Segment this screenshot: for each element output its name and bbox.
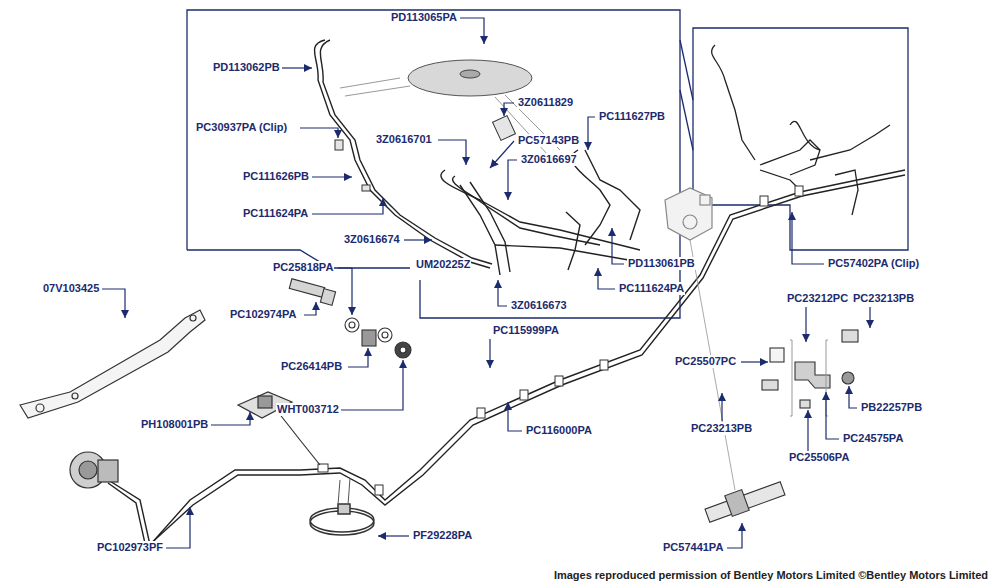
- part-number: PC25507PC: [674, 355, 737, 368]
- part-number: WHT003712: [276, 403, 340, 416]
- part-number: PC111624PA: [618, 282, 685, 295]
- part-number: PC23213PB: [852, 292, 915, 305]
- part-number: 3Z0616673: [510, 299, 568, 312]
- pump-part: [70, 452, 118, 488]
- part-number: PD113065PA: [390, 11, 458, 24]
- part-number: PC25506PA: [788, 451, 850, 464]
- copyright-caption: Images reproduced permission of Bentley …: [554, 568, 988, 582]
- valve-part: [665, 188, 712, 240]
- group-bracket: [790, 340, 828, 416]
- part-number: PC57143PB: [517, 134, 580, 147]
- hose-clamp: [310, 478, 374, 535]
- part-number: PC102973PF: [96, 541, 164, 554]
- part-number: PC26414PB: [280, 360, 343, 373]
- part-number: PC115999PA: [492, 324, 560, 337]
- part-number: PC116000PA: [525, 424, 593, 437]
- part-number: PF29228PA: [412, 529, 473, 542]
- part-number: PC57441PA: [662, 541, 724, 554]
- bracket-part: [20, 310, 205, 418]
- bolt-part: [289, 279, 411, 358]
- brake-pipe: [105, 170, 905, 548]
- part-number: PC111627PB: [598, 110, 666, 123]
- pipe-clip: [318, 186, 803, 495]
- part-number: PB22257PB: [860, 401, 923, 414]
- part-number: PC25818PA: [272, 261, 334, 274]
- part-number: PD113061PB: [627, 257, 696, 270]
- part-number: PC23212PC: [786, 292, 849, 305]
- inset-frame: [187, 10, 908, 318]
- part-number: PC30937PA (Clip): [195, 121, 288, 134]
- part-number: 3Z0616701: [375, 133, 433, 146]
- part-number: PC102974PA: [229, 308, 297, 321]
- part-number: PC111624PA: [242, 207, 309, 220]
- part-number: 07V103425: [42, 282, 100, 295]
- brake-pipe: [712, 45, 890, 215]
- leader-line: [102, 18, 870, 548]
- part-number: PC57402PA (Clip): [827, 257, 920, 270]
- part-number: UM20225Z: [415, 258, 471, 271]
- part-number: 3Z0611829: [517, 96, 574, 109]
- part-number: 3Z0616697: [520, 153, 578, 166]
- brake-pipe: [314, 40, 640, 275]
- part-number: PC111626PB: [242, 170, 310, 183]
- part-number: 3Z0616674: [343, 233, 401, 246]
- bolt-part: [705, 482, 785, 523]
- tee-part: [762, 330, 858, 408]
- part-number: PC24575PA: [842, 432, 904, 445]
- part-number: PC23213PB: [690, 422, 753, 435]
- part-number: PH108001PB: [140, 418, 209, 431]
- fitting: [335, 116, 515, 191]
- part-number: PD113062PB: [212, 61, 281, 74]
